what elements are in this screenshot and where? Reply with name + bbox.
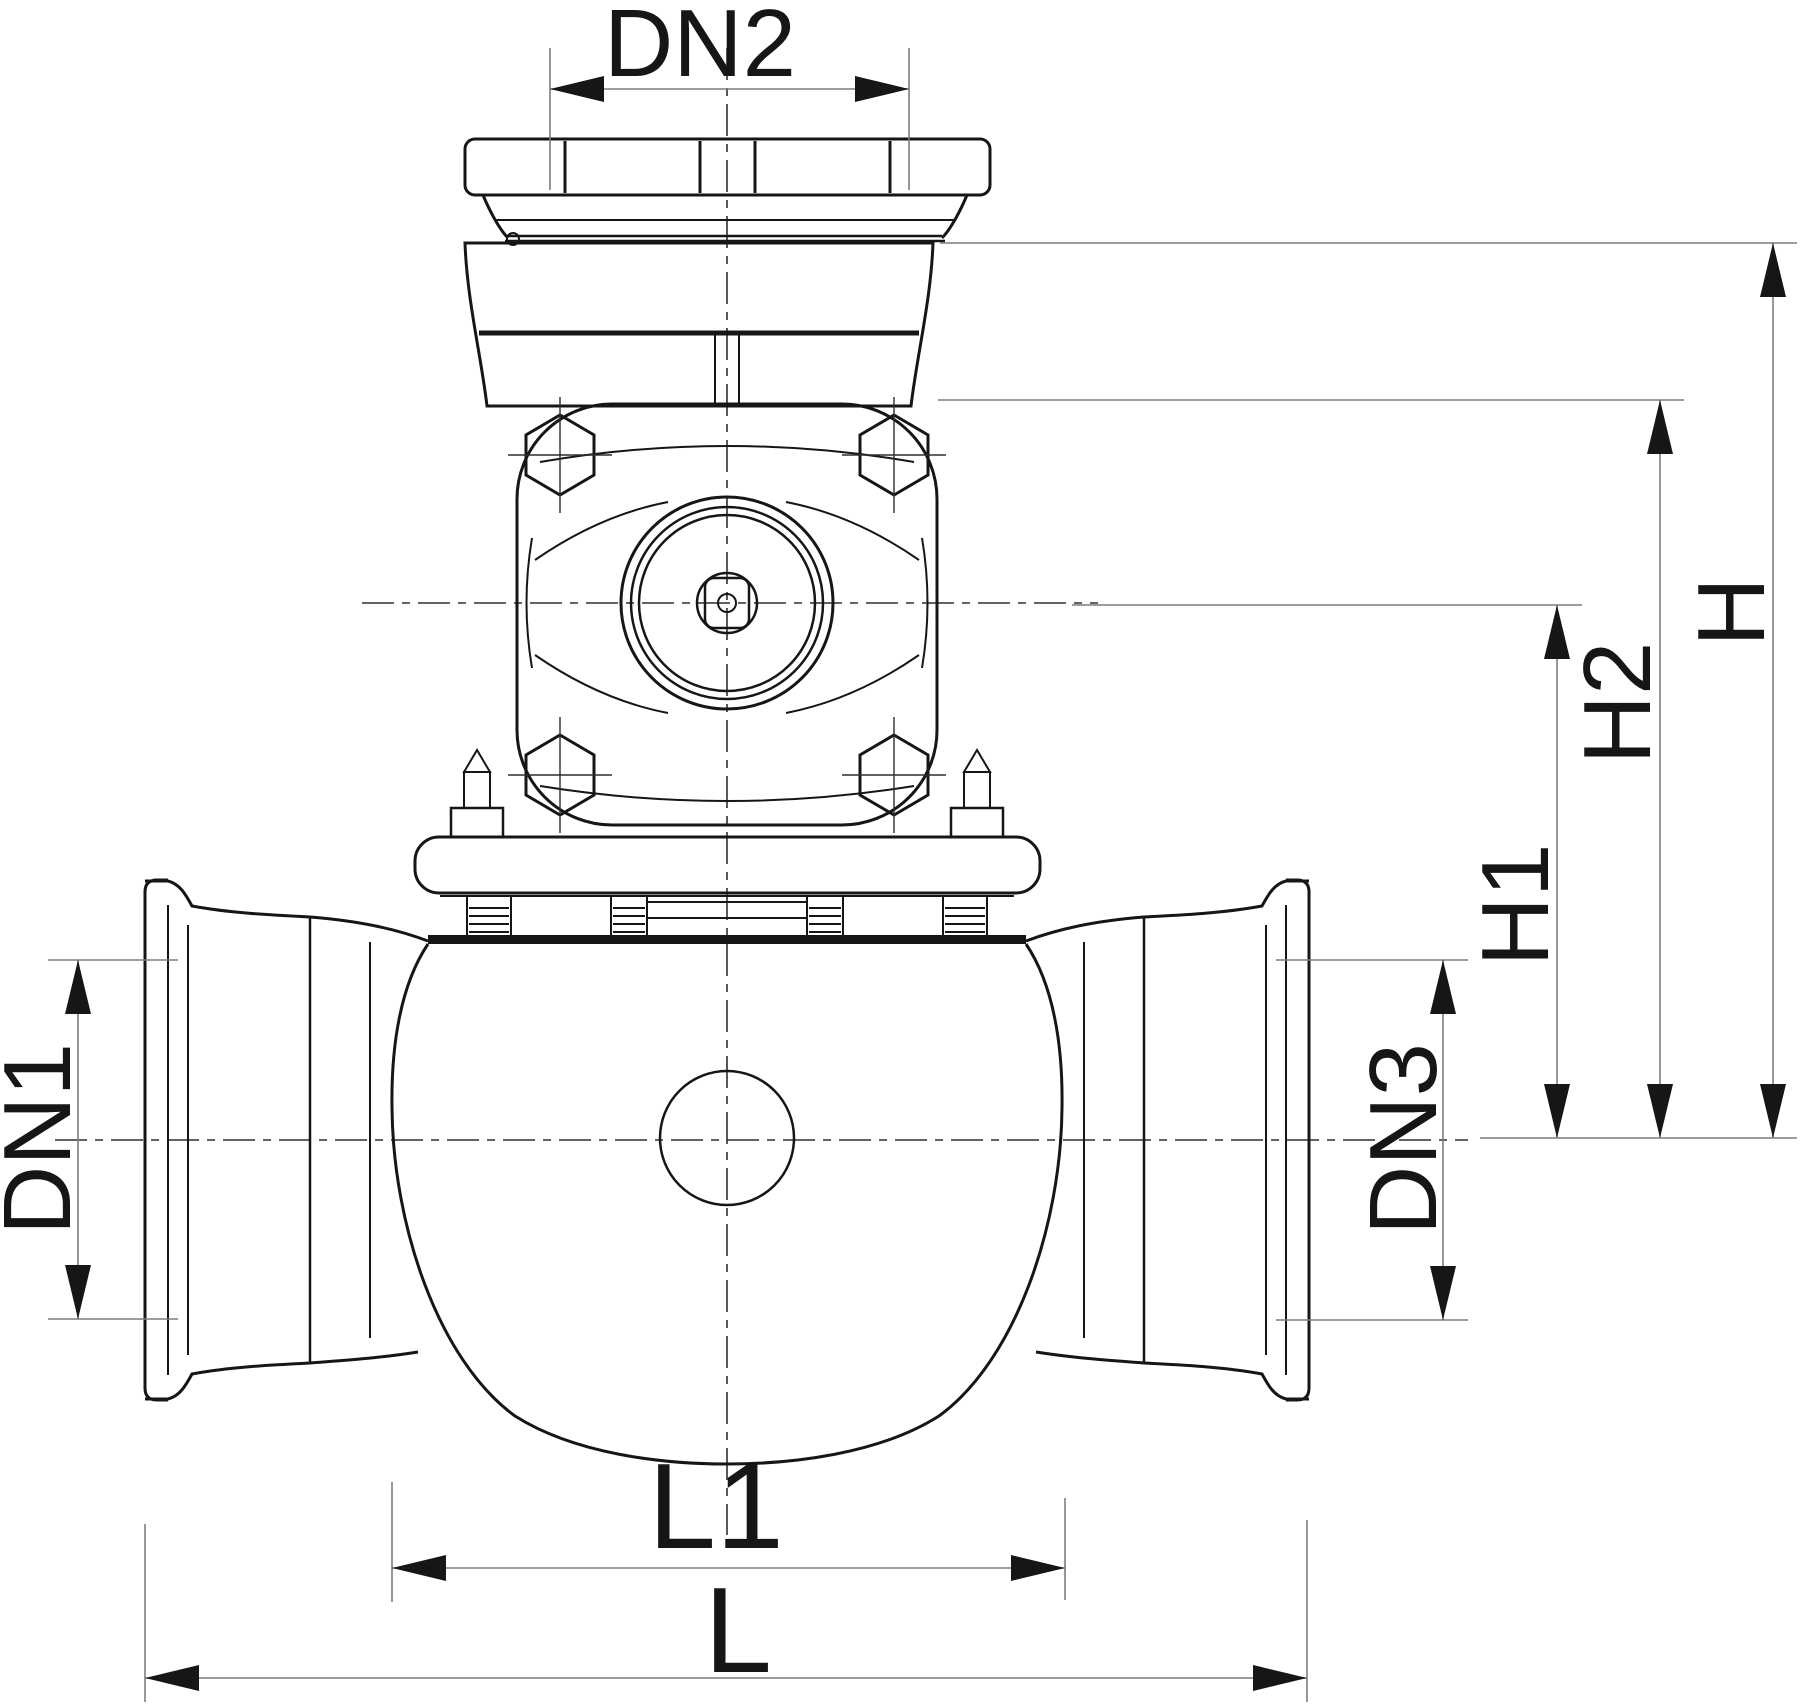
arrowhead (1647, 400, 1673, 454)
stem-hub (695, 571, 759, 635)
dimension-l1: L1 (391, 1438, 1066, 1602)
arrowhead (392, 1555, 446, 1581)
valve-cap (463, 137, 992, 197)
arrowhead (855, 76, 909, 102)
valve-flange (413, 835, 1042, 944)
dimension-dn2: DN2 (549, 0, 910, 190)
tee-flange-face (428, 935, 1026, 944)
arrowhead (1760, 243, 1786, 297)
bonnet-outline (463, 241, 935, 408)
arrowhead (1544, 605, 1570, 659)
cap-outline (463, 137, 992, 197)
flange-stud-right (949, 748, 1005, 839)
branch-dome-outline (390, 943, 1064, 1466)
tee-top-right-profile (1025, 879, 1309, 943)
dimension-dn1: DN1 (0, 959, 178, 1320)
dim-label-h: H (1678, 577, 1785, 646)
valve-body (508, 397, 946, 833)
valve-face-rings (619, 495, 835, 711)
tee-body (143, 878, 1311, 1466)
dimension-dn3: DN3 (1276, 959, 1468, 1321)
dim-label-dn1: DN1 (0, 1043, 91, 1235)
arrowhead (1253, 1665, 1307, 1691)
arrowhead (65, 1265, 91, 1319)
gasket-ring-detail (506, 232, 520, 246)
dim-label-l1: L1 (648, 1438, 784, 1574)
dim-label-l: L (704, 1562, 772, 1698)
tee-bottom-right-profile (1035, 1350, 1309, 1401)
dimension-l: L (144, 1520, 1308, 1702)
arrowhead (145, 1665, 199, 1691)
arrowhead (1760, 1084, 1786, 1138)
hex-bolt-bottom-left (508, 717, 612, 833)
arrowhead (1544, 1084, 1570, 1138)
dim-label-h2: H2 (1564, 642, 1671, 765)
dimension-h2: H2 (938, 399, 1684, 1138)
arrowhead (65, 960, 91, 1014)
body-outline (515, 402, 939, 827)
dim-label-dn2: DN2 (604, 0, 796, 97)
arrowhead (550, 76, 604, 102)
valve-collar (481, 194, 969, 246)
threaded-fasteners (466, 895, 988, 937)
stem-center-hole (717, 593, 737, 613)
arrowhead (1011, 1555, 1065, 1581)
dimension-h: H (940, 242, 1797, 1139)
flange-plate (413, 835, 1042, 895)
dim-label-dn3: DN3 (1350, 1043, 1457, 1235)
arrowhead (1430, 960, 1456, 1014)
dim-label-h1: H1 (1462, 844, 1569, 967)
flange-stud-left (449, 748, 505, 839)
center-port (658, 1069, 796, 1207)
tee-top-left-profile (145, 879, 429, 943)
hex-bolt-bottom-right (842, 717, 946, 833)
hex-bolt-top-right (842, 397, 946, 513)
stem-square (703, 576, 751, 630)
centerlines (55, 48, 1468, 1535)
arrowhead (1430, 1266, 1456, 1320)
left-bell-socket (143, 878, 429, 1402)
hex-bolt-top-left (508, 397, 612, 513)
tee-bottom-left-profile (145, 1350, 419, 1401)
valve-bonnet (463, 241, 935, 408)
dimension-h1: H1 (1072, 604, 1582, 1138)
arrowhead (1647, 1084, 1673, 1138)
right-bell-socket (1025, 878, 1311, 1402)
